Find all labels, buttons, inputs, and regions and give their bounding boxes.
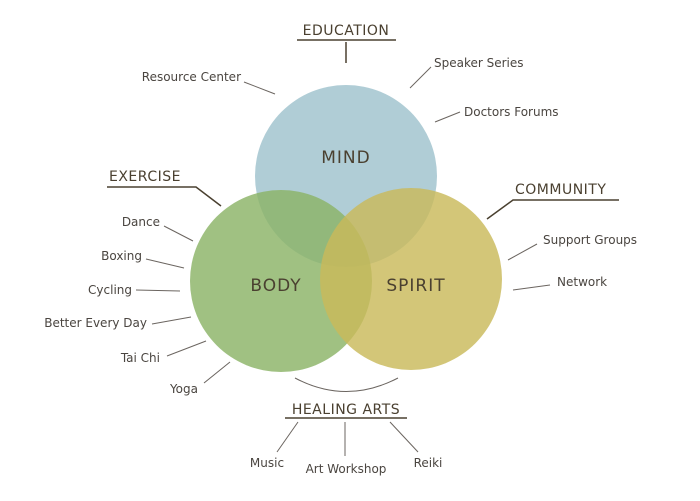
mind-label: MIND [321, 148, 371, 168]
community-bracket [486, 199, 619, 220]
tai-chi-line [166, 340, 207, 357]
better-every-day-line [151, 316, 192, 325]
exercise-heading: EXERCISE [109, 169, 181, 185]
support-groups-line [507, 243, 538, 261]
community-item-support-groups: Support Groups [543, 233, 637, 247]
exercise-item-better-every-day: Better Every Day [44, 316, 147, 330]
body-circle [190, 190, 372, 372]
dance-line [163, 225, 194, 242]
exercise-item-dance: Dance [122, 215, 160, 229]
healing-arts-item-music: Music [250, 456, 284, 470]
education-item-doctors-forums: Doctors Forums [464, 105, 559, 119]
doctors-forums-line [434, 111, 461, 123]
community-heading: COMMUNITY [515, 182, 606, 198]
cycling-line [135, 289, 181, 292]
exercise-item-cycling: Cycling [88, 283, 132, 297]
body-label: BODY [250, 276, 301, 296]
education-heading: EDUCATION [303, 23, 390, 39]
healing-arts-item-art-workshop: Art Workshop [306, 462, 387, 476]
education-item-speaker-series: Speaker Series [434, 56, 524, 70]
spirit-label: SPIRIT [386, 276, 445, 296]
education-item-resource-center: Resource Center [142, 70, 241, 84]
healing-arts-heading: HEALING ARTS [292, 402, 400, 418]
reiki-line [389, 421, 419, 453]
exercise-bracket [107, 186, 222, 207]
exercise-item-yoga: Yoga [169, 382, 198, 396]
music-line [276, 421, 299, 453]
healing-arts-item-reiki: Reiki [414, 456, 443, 470]
speaker-series-line [409, 66, 432, 89]
healing-arts-arc [294, 377, 399, 392]
exercise-item-boxing: Boxing [101, 249, 142, 263]
yoga-line [203, 361, 231, 384]
resource-center-line [243, 81, 276, 95]
community-item-network: Network [557, 275, 607, 289]
spirit-circle [320, 188, 502, 370]
network-line [512, 284, 551, 291]
boxing-line [145, 258, 185, 269]
exercise-item-tai-chi: Tai Chi [120, 351, 160, 365]
